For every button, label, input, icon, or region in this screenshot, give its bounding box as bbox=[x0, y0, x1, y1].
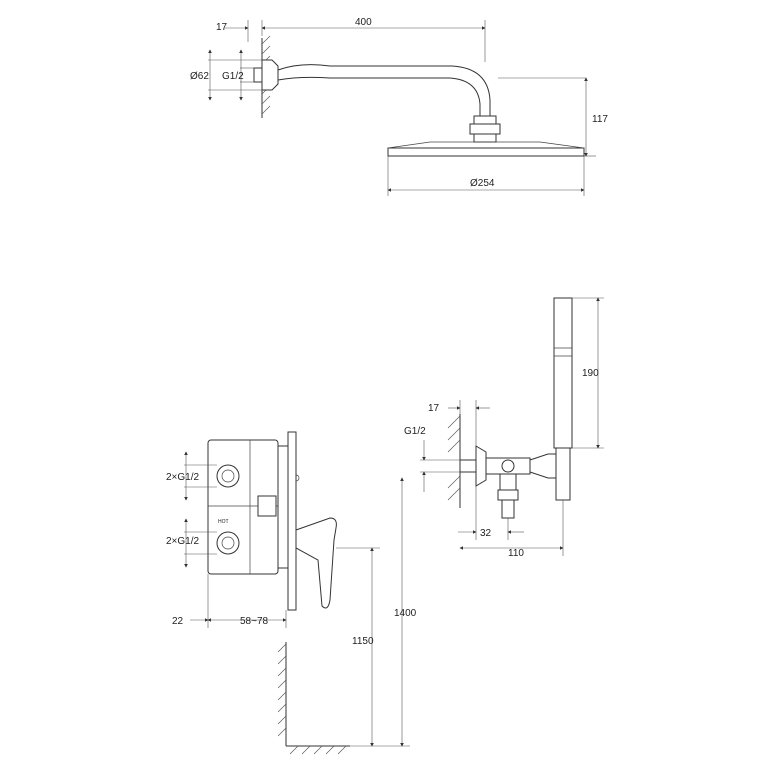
dim-hand-thread: G1/2 bbox=[404, 426, 426, 437]
dim-flange-diameter: Ø62 bbox=[190, 71, 209, 82]
handset-grip bbox=[555, 447, 571, 501]
shower-arm-top-edge bbox=[277, 64, 491, 116]
dim-shower-wall-offset: 17 bbox=[216, 22, 228, 33]
upper-port-bore bbox=[221, 469, 235, 483]
shower-arm-bottom-edge bbox=[277, 76, 481, 116]
dim-height-1400: 1400 bbox=[394, 608, 417, 619]
upper-port bbox=[216, 464, 240, 488]
rain-shower-head bbox=[387, 147, 585, 157]
swivel-nut-top bbox=[473, 115, 497, 125]
swivel-joint bbox=[469, 123, 501, 135]
elbow-knob bbox=[501, 459, 515, 473]
dim-arm-length: 400 bbox=[355, 17, 372, 28]
hand-shower-handset bbox=[553, 297, 573, 449]
lower-port bbox=[216, 531, 240, 555]
dim-handle-depth: 22 bbox=[172, 616, 184, 627]
handset-holder bbox=[529, 453, 557, 479]
hose-outlet bbox=[499, 473, 517, 491]
cartridge-housing bbox=[257, 495, 277, 517]
mixer-handle bbox=[295, 517, 337, 609]
hose-nut bbox=[497, 489, 519, 501]
dim-upper-ports: 2×G1/2 bbox=[166, 472, 200, 483]
wall-elbow-flange bbox=[475, 445, 487, 487]
dim-projection: 110 bbox=[508, 548, 524, 559]
dim-handset-length: 190 bbox=[582, 368, 599, 379]
dim-outlet-offset: 32 bbox=[480, 528, 492, 539]
hot-stamp: HOT bbox=[218, 519, 229, 525]
hose-connector bbox=[501, 499, 515, 519]
dim-body-depth: 58~78 bbox=[240, 616, 269, 627]
cover-plate bbox=[287, 431, 297, 611]
lower-port-bore bbox=[221, 536, 235, 550]
swivel-nut-bottom bbox=[473, 133, 497, 143]
wall-flange bbox=[261, 59, 279, 91]
shower-head-assembly: 17 400 Ø62 G1/2 117 Ø254 bbox=[190, 17, 608, 196]
dim-head-drop: 117 bbox=[592, 114, 608, 125]
dim-head-diameter: Ø254 bbox=[470, 178, 495, 189]
dim-shower-thread: G1/2 bbox=[222, 71, 244, 82]
inlet-nipple bbox=[253, 67, 263, 83]
hand-shower-assembly: 190 17 G1/2 32 110 bbox=[404, 297, 604, 559]
dim-hand-wall-offset: 17 bbox=[428, 403, 440, 414]
mixer-valve-assembly: HOT 2×G1/2 2×G1/2 bbox=[166, 431, 417, 755]
dim-height-1150: 1150 bbox=[352, 636, 374, 647]
dim-lower-ports: 2×G1/2 bbox=[166, 536, 200, 547]
wall-elbow-nipple bbox=[459, 459, 477, 473]
